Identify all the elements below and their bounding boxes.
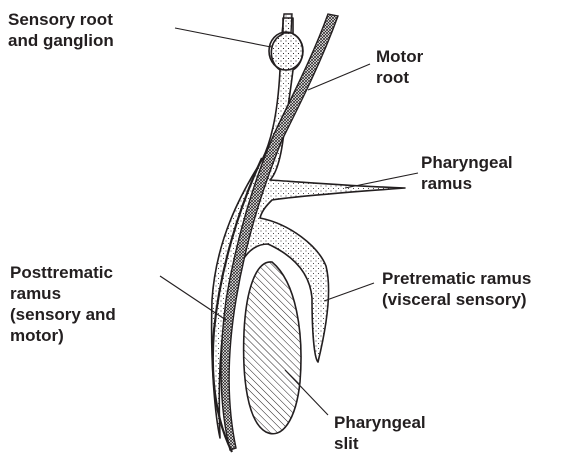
leader-pretrematic-ramus xyxy=(324,283,374,301)
label-posttrematic-ramus-line3: (sensory and xyxy=(10,304,116,325)
label-posttrematic-ramus-line2: ramus xyxy=(10,283,116,304)
label-posttrematic-ramus-line1: Posttrematic xyxy=(10,262,116,283)
label-posttrematic-ramus: Posttrematic ramus (sensory and motor) xyxy=(10,262,116,346)
label-pretrematic-ramus: Pretrematic ramus (visceral sensory) xyxy=(382,268,531,310)
label-pharyngeal-slit-line2: slit xyxy=(334,433,426,454)
label-pharyngeal-ramus-line1: Pharyngeal xyxy=(421,152,513,173)
label-motor-root: Motor root xyxy=(376,46,423,88)
label-sensory-root: Sensory root and ganglion xyxy=(8,9,114,51)
label-pharyngeal-ramus-line2: ramus xyxy=(421,173,513,194)
label-pharyngeal-slit: Pharyngeal slit xyxy=(334,412,426,454)
sensory-root-stem xyxy=(282,14,292,33)
label-posttrematic-ramus-line4: motor) xyxy=(10,325,116,346)
pharyngeal-slit-shape xyxy=(244,262,301,434)
label-motor-root-line2: root xyxy=(376,67,423,88)
label-pretrematic-ramus-line2: (visceral sensory) xyxy=(382,289,531,310)
label-sensory-root-line2: and ganglion xyxy=(8,30,114,51)
leader-pharyngeal-ramus xyxy=(345,173,418,188)
label-sensory-root-line1: Sensory root xyxy=(8,9,114,30)
label-pharyngeal-slit-line1: Pharyngeal xyxy=(334,412,426,433)
label-pharyngeal-ramus: Pharyngeal ramus xyxy=(421,152,513,194)
label-pretrematic-ramus-line1: Pretrematic ramus xyxy=(382,268,531,289)
label-motor-root-line1: Motor xyxy=(376,46,423,67)
ganglion-shape xyxy=(269,32,303,70)
leader-sensory-root xyxy=(175,28,271,47)
